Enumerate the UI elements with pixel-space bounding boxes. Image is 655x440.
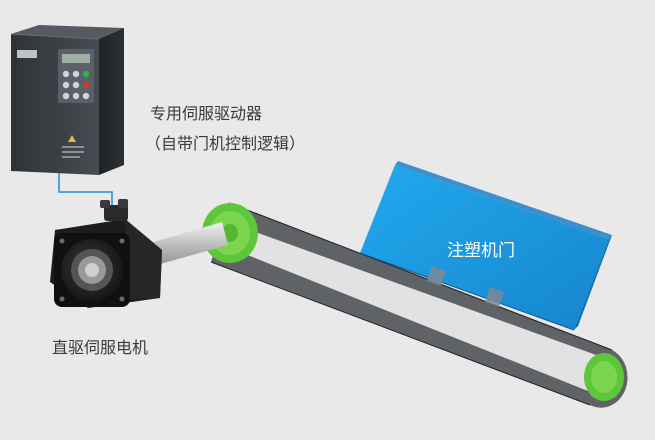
servo-motor-icon <box>50 199 162 308</box>
injection-machine-door <box>359 161 612 331</box>
right-pulley <box>584 353 624 401</box>
motor-shaft <box>140 222 228 268</box>
servo-drive-sublabel: （自带门机控制逻辑） <box>145 134 306 153</box>
door-label: 注塑机门 <box>447 241 515 261</box>
belt-conveyor <box>210 202 628 408</box>
drive-motor-cable <box>58 173 113 212</box>
servo-drive-label: 专用伺服驱动器 <box>150 104 263 123</box>
servo-motor-label: 直驱伺服电机 <box>52 338 149 357</box>
servo-drive-unit-icon <box>10 25 124 175</box>
